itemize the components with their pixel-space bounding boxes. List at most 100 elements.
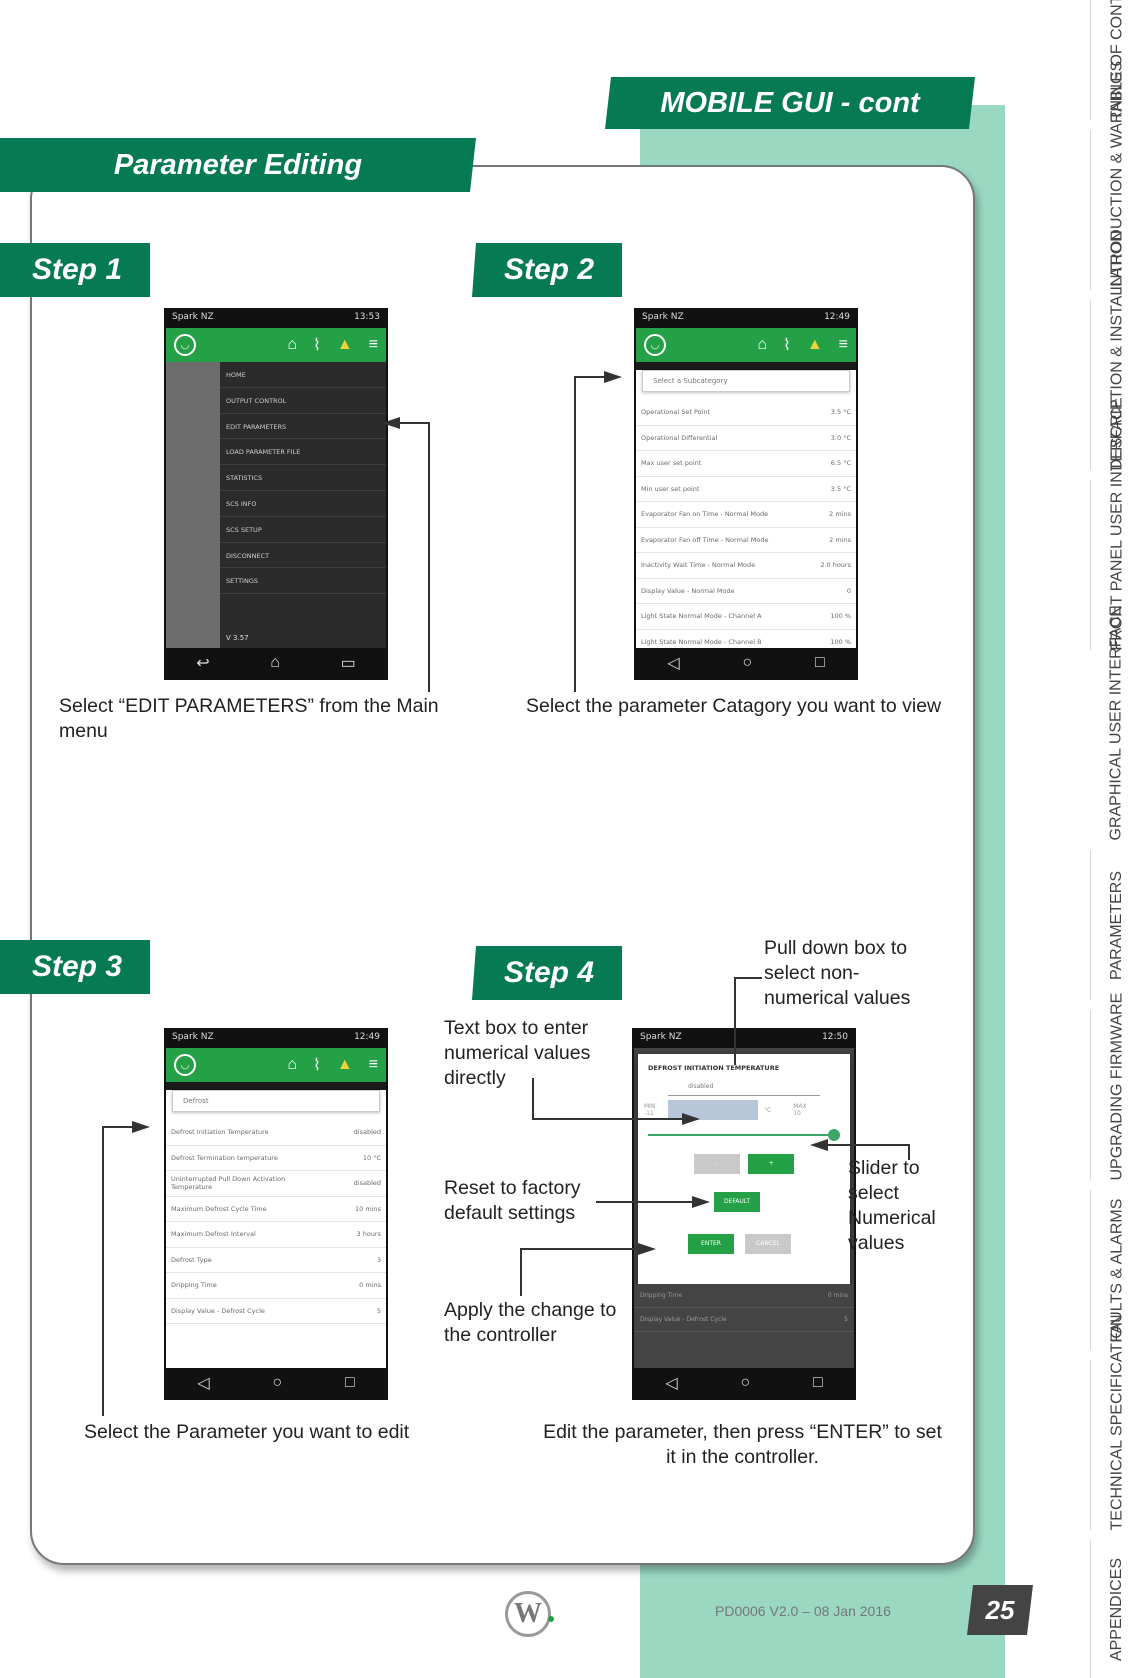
row-name: Light State Normal Mode - Channel A [641,612,762,621]
row-value: disabled [353,1128,381,1137]
home-button-icon[interactable]: ○ [740,1374,751,1391]
side-tab-label: UPGRADING FIRMWARE [1108,992,1125,1180]
side-tab-front-panel[interactable]: FRONT PANEL USER INTERFACE [1090,397,1142,650]
menu-item-scs-info[interactable]: SCS INFO [220,491,386,517]
chart-icon[interactable]: ⌇ [783,337,791,354]
side-tab-appendices[interactable]: APPENDICES [1090,1540,1142,1678]
chart-icon[interactable]: ⌇ [313,337,321,354]
default-button[interactable]: DEFAULT [714,1192,760,1212]
warning-icon[interactable]: ▲ [336,336,353,353]
value-dropdown[interactable]: disabled [668,1080,820,1096]
decrement-button[interactable]: - [694,1154,740,1174]
page-title: MOBILE GUI - cont [605,77,975,129]
app-logo-icon: ◡ [644,334,666,356]
menu-item-settings[interactable]: SETTINGS [220,568,386,595]
menu-item-home[interactable]: HOME [220,362,386,388]
menu-icon[interactable]: ≡ [838,336,848,353]
increment-button[interactable]: + [748,1154,795,1174]
row-name: Evaporator Fan on Time - Normal Mode [641,510,769,519]
value-entry-row: MIN -11 °C MAX 10 [644,1100,844,1120]
edit-dialog: DEFROST INITIATION TEMPERATURE disabled … [638,1054,850,1284]
menu-icon[interactable]: ≡ [368,1056,378,1073]
clock-label: 12:49 [354,1032,380,1042]
subcategory-select[interactable]: Defrost [172,1090,380,1112]
menu-item-scs-setup[interactable]: SCS SETUP [220,517,386,543]
connector-line [532,1078,534,1120]
menu-item-edit-parameters[interactable]: EDIT PARAMETERS [220,414,386,440]
step-1-label: Step 1 [0,243,150,297]
side-tab-faults[interactable]: FAULTS & ALARMS [1090,1190,1142,1350]
cancel-button[interactable]: CANCEL [745,1234,792,1254]
menu-item-disconnect[interactable]: DISCONNECT [220,543,386,569]
list-item[interactable]: Defrost Initiation Temperature disabled [166,1120,386,1146]
app-toolbar: ◡ ⌂ ⌇ ▲ ≡ [636,328,856,362]
home-button-icon[interactable]: ⌂ [270,654,280,671]
menu-icon[interactable]: ≡ [368,336,378,353]
warning-icon[interactable]: ▲ [336,1056,353,1073]
subcategory-select[interactable]: Select a Subcategory [642,370,850,392]
chart-icon[interactable]: ⌇ [313,1057,321,1074]
page-number: 25 [967,1585,1033,1635]
side-tab-contents[interactable]: TABLE OF CONTENTS [1090,0,1142,120]
side-tab-description[interactable]: DESCRIPTION & INSTALLATION [1090,230,1142,470]
app-toolbar: ◡⌂⌇▲≡ [166,1048,386,1082]
side-tab-label: PARAMETERS [1108,870,1125,980]
warning-icon[interactable]: ▲ [806,336,823,353]
menu-item-statistics[interactable]: STATISTICS [220,465,386,491]
back-icon[interactable]: ↩ [196,655,210,672]
home-icon[interactable]: ⌂ [287,336,297,353]
side-tab-firmware[interactable]: UPGRADING FIRMWARE [1090,992,1142,1180]
recents-icon[interactable]: □ [344,1374,355,1391]
recents-icon[interactable]: □ [812,1374,823,1391]
recents-icon[interactable]: □ [814,654,825,671]
row-value: 10 mins [355,1204,381,1213]
step-4-caption: Edit the parameter, then press “ENTER” t… [543,1421,942,1468]
back-icon[interactable]: ◁ [197,1375,210,1392]
home-button-icon[interactable]: ○ [272,1374,283,1391]
recents-icon[interactable]: ▭ [340,655,356,672]
back-icon[interactable]: ◁ [665,1375,678,1392]
menu-item-output-control[interactable]: OUTPUT CONTROL [220,388,386,414]
back-icon[interactable]: ◁ [667,655,680,672]
side-tab-parameters[interactable]: PARAMETERS [1090,850,1142,1000]
list-item[interactable]: Uninterrupted Pull Down Activation Tempe… [166,1171,386,1197]
side-tab-label: TECHNICAL SPECIFICATION [1108,1313,1125,1530]
row-value: 3 hours [356,1230,381,1239]
side-tab-introduction[interactable]: INTRODUCTION & WARNINGS [1090,60,1142,290]
row-value: 0 [846,586,851,595]
home-icon[interactable]: ⌂ [757,336,767,353]
clock-label: 13:53 [354,312,380,322]
min-label: MIN -11 [644,1103,656,1117]
step-2-caption: Select the parameter Catagory you want t… [526,695,942,717]
step-1-caption: Select “EDIT PARAMETERS” from the Main m… [59,695,439,742]
slider-handle[interactable] [828,1129,840,1141]
side-tab-graphical[interactable]: GRAPHICAL USER INTERFACE [1090,605,1142,840]
menu-item-load-parameter-file[interactable]: LOAD PARAMETER FILE [220,439,386,466]
side-tab-technical[interactable]: TECHNICAL SPECIFICATION [1090,1313,1142,1530]
value-slider[interactable] [648,1129,840,1141]
enter-button[interactable]: ENTER [688,1234,734,1254]
home-button-icon[interactable]: ○ [742,654,753,671]
row-name: Defrost Initiation Temperature [171,1128,269,1137]
carrier-label: Spark NZ [172,1032,214,1042]
home-icon[interactable]: ⌂ [287,1056,297,1073]
